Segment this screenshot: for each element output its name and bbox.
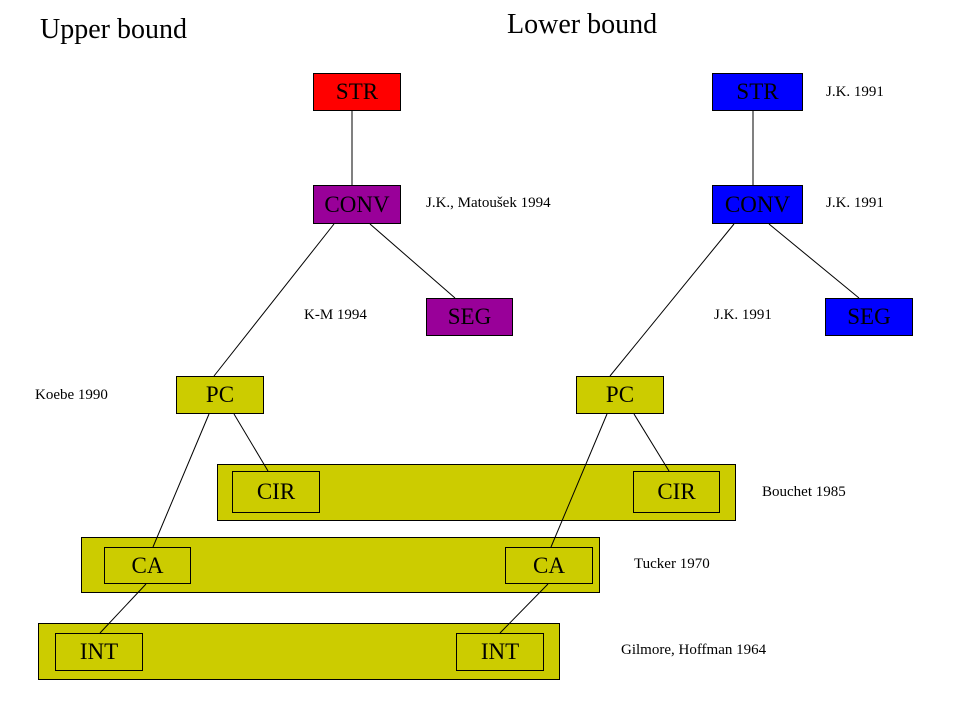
annotation-jk-1991-conv: J.K. 1991 xyxy=(826,195,884,211)
upper-seg-node: SEG xyxy=(426,298,513,336)
edge-upper-pc-cir xyxy=(233,413,269,472)
upper-str-node: STR xyxy=(313,73,401,111)
annotation-koebe-1990: Koebe 1990 xyxy=(35,387,108,403)
edge-lower-ca-int xyxy=(499,583,549,634)
edge-upper-conv-seg xyxy=(369,223,456,299)
edge-lower-conv-seg xyxy=(768,223,860,299)
annotation-jk-1991-str: J.K. 1991 xyxy=(826,84,884,100)
lower-pc-node: PC xyxy=(576,376,664,414)
lower-str-node: STR xyxy=(712,73,803,111)
lower-ca-node: CA xyxy=(505,547,593,584)
edge-upper-conv-pc xyxy=(213,223,335,377)
annotation-jk-1991-seg: J.K. 1991 xyxy=(714,307,772,323)
edge-lower-pc-cir xyxy=(633,413,670,472)
annotation-km-1994: K-M 1994 xyxy=(304,307,367,323)
upper-ca-node: CA xyxy=(104,547,191,584)
edge-upper-ca-int xyxy=(99,583,147,634)
upper-conv-node: CONV xyxy=(313,185,401,224)
upper-pc-node: PC xyxy=(176,376,264,414)
edge-lower-conv-pc xyxy=(609,223,735,377)
upper-int-node: INT xyxy=(55,633,143,671)
lower-bound-title: Lower bound xyxy=(507,9,658,40)
lower-seg-node: SEG xyxy=(825,298,913,336)
annotation-bouchet-1985: Bouchet 1985 xyxy=(762,484,846,500)
edge-upper-pc-ca xyxy=(152,413,210,548)
annotation-tucker-1970: Tucker 1970 xyxy=(634,556,710,572)
edge-lower-pc-ca xyxy=(550,413,608,548)
lower-int-node: INT xyxy=(456,633,544,671)
annotation-jk-matousek-1994: J.K., Matoušek 1994 xyxy=(426,195,551,211)
annotation-gilmore-hoffman-1964: Gilmore, Hoffman 1964 xyxy=(621,642,767,658)
lower-conv-node: CONV xyxy=(712,185,803,224)
lower-cir-node: CIR xyxy=(633,471,720,513)
upper-bound-title: Upper bound xyxy=(40,14,187,45)
upper-cir-node: CIR xyxy=(232,471,320,513)
